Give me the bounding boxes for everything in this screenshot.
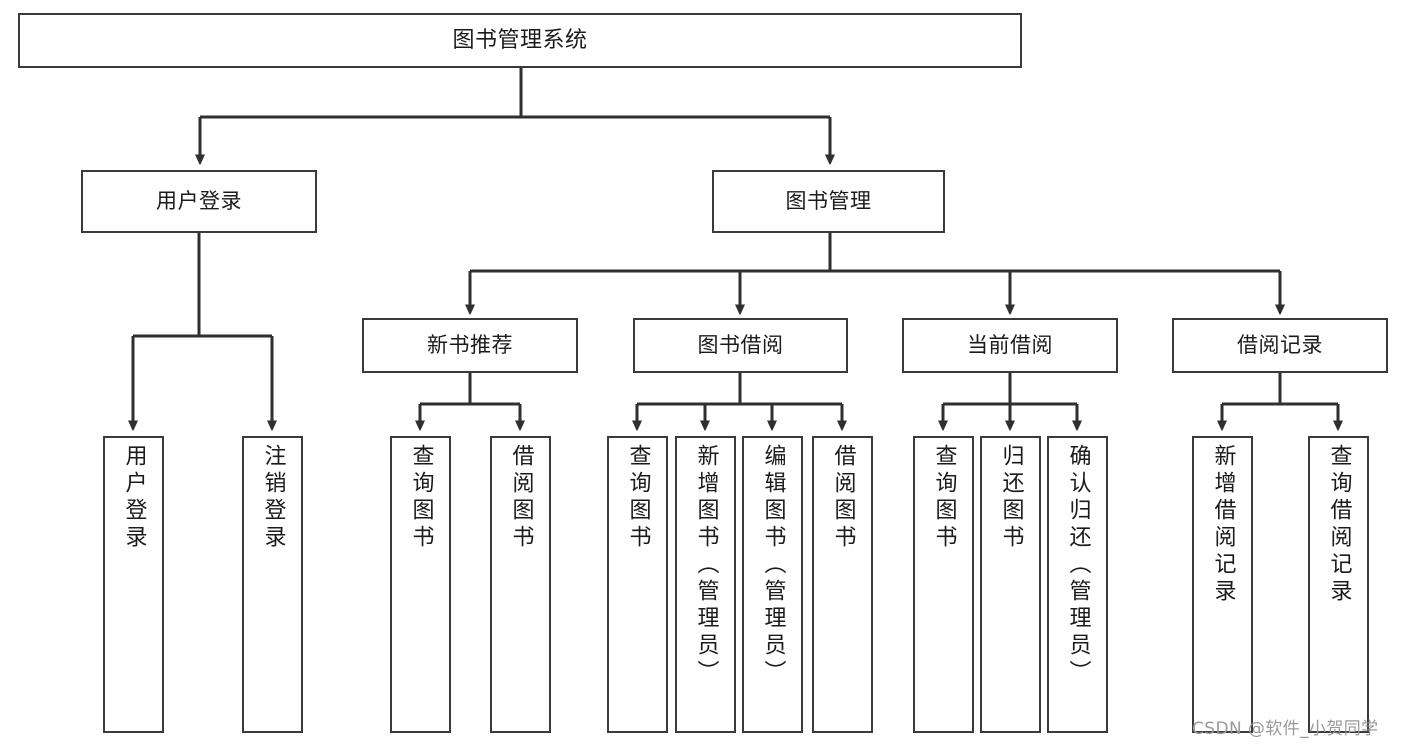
node-label: 图书管理系统 xyxy=(452,27,588,53)
node-borrow-record[interactable]: 借阅记录 xyxy=(1172,318,1388,373)
node-book-manage[interactable]: 图书管理 xyxy=(712,170,945,233)
node-leaf-user-login[interactable]: 用户登录 xyxy=(103,436,164,733)
node-label: 新书推荐 xyxy=(427,333,513,358)
csdn-watermark: CSDN @软件_小贺同学 xyxy=(1192,719,1379,739)
node-root-system[interactable]: 图书管理系统 xyxy=(18,13,1022,68)
node-label: 当前借阅 xyxy=(967,333,1053,358)
node-user-login[interactable]: 用户登录 xyxy=(81,170,317,233)
node-leaf-query-record[interactable]: 查询借阅记录 xyxy=(1308,436,1369,733)
node-label: 编辑图书（管理员） xyxy=(760,444,786,687)
node-label: 查询图书 xyxy=(625,444,651,552)
node-book-borrow[interactable]: 图书借阅 xyxy=(633,318,848,373)
node-leaf-query-book-2[interactable]: 查询图书 xyxy=(607,436,668,733)
node-leaf-borrow-book-1[interactable]: 借阅图书 xyxy=(490,436,551,733)
node-label: 查询借阅记录 xyxy=(1326,444,1352,606)
node-label: 图书管理 xyxy=(785,189,872,214)
node-leaf-edit-book[interactable]: 编辑图书（管理员） xyxy=(742,436,803,733)
node-label: 新增图书（管理员） xyxy=(693,444,719,687)
node-label: 借阅图书 xyxy=(508,444,534,552)
node-leaf-query-book-1[interactable]: 查询图书 xyxy=(390,436,451,733)
node-label: 借阅图书 xyxy=(830,444,856,552)
node-label: 借阅记录 xyxy=(1237,333,1323,358)
node-leaf-confirm-return[interactable]: 确认归还（管理员） xyxy=(1047,436,1108,733)
node-leaf-logout-login[interactable]: 注销登录 xyxy=(242,436,303,733)
node-label: 查询图书 xyxy=(931,444,957,552)
node-leaf-borrow-book-2[interactable]: 借阅图书 xyxy=(812,436,873,733)
node-label: 确认归还（管理员） xyxy=(1065,444,1091,687)
node-label: 用户登录 xyxy=(121,444,147,552)
node-label: 新增借阅记录 xyxy=(1210,444,1236,606)
node-label: 查询图书 xyxy=(408,444,434,552)
node-label: 归还图书 xyxy=(998,444,1024,552)
node-current-borrow[interactable]: 当前借阅 xyxy=(902,318,1118,373)
node-leaf-add-book[interactable]: 新增图书（管理员） xyxy=(675,436,736,733)
node-label: 图书借阅 xyxy=(697,333,784,358)
node-label: 用户登录 xyxy=(156,189,242,214)
node-leaf-return-book[interactable]: 归还图书 xyxy=(980,436,1041,733)
node-new-book-recommend[interactable]: 新书推荐 xyxy=(362,318,578,373)
node-label: 注销登录 xyxy=(260,444,286,552)
node-leaf-query-book-3[interactable]: 查询图书 xyxy=(913,436,974,733)
node-leaf-add-record[interactable]: 新增借阅记录 xyxy=(1192,436,1253,733)
